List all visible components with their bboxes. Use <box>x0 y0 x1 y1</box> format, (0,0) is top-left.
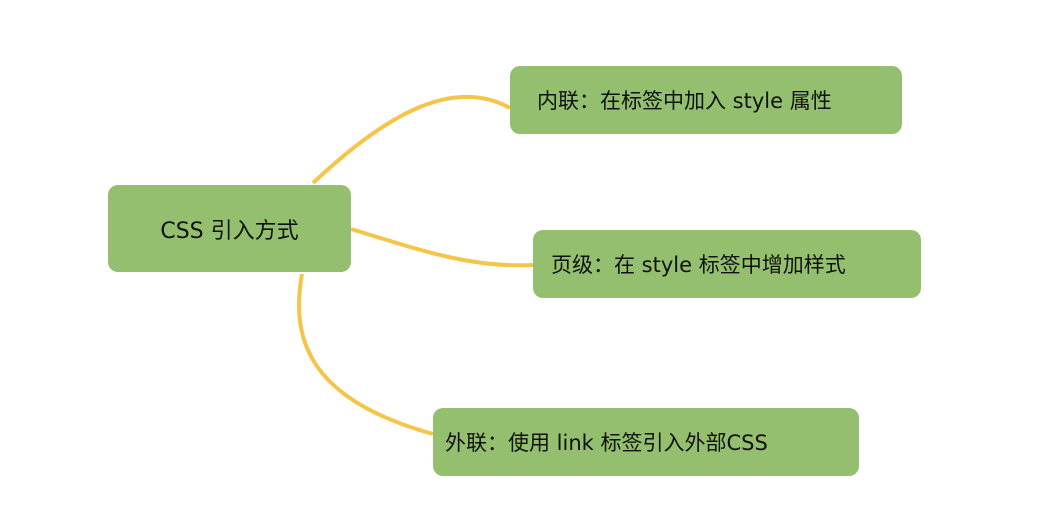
link-root-to-page <box>350 227 534 268</box>
link-root-to-inline <box>311 94 511 185</box>
child-node-external[interactable]: 外联：使用 link 标签引入外部CSS <box>433 408 859 476</box>
node-label: 页级：在 style 标签中增加样式 <box>551 253 846 277</box>
child-node-page[interactable]: 页级：在 style 标签中增加样式 <box>533 230 921 298</box>
node-label: 内联：在标签中加入 style 属性 <box>537 89 832 113</box>
node-label: 外联：使用 link 标签引入外部CSS <box>445 431 768 455</box>
link-root-to-external <box>297 273 434 436</box>
child-node-inline[interactable]: 内联：在标签中加入 style 属性 <box>510 66 902 134</box>
root-label: CSS 引入方式 <box>160 218 299 244</box>
root-node[interactable]: CSS 引入方式 <box>108 185 351 272</box>
